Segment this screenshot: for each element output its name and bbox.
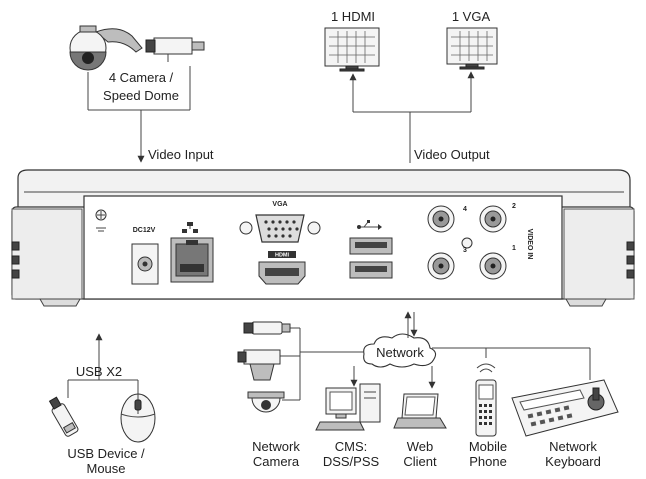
mobile-phone-label-line1: Mobile — [469, 439, 507, 454]
network-bullet-camera-icon — [243, 321, 291, 335]
usb-icon — [357, 220, 382, 230]
web-client-label-line2: Client — [403, 454, 437, 469]
speed-dome-camera-icon — [69, 25, 143, 71]
hdmi-monitor-icon — [324, 27, 380, 72]
vga-monitor-label: 1 VGA — [452, 9, 491, 24]
mobile-phone-icon — [475, 363, 497, 437]
network-cloud-icon — [363, 333, 437, 368]
box-camera-icon — [145, 37, 205, 62]
network-camera-label-line1: Network — [252, 439, 300, 454]
camera-label-line1: 4 Camera / — [109, 70, 174, 85]
cms-computer-icon — [315, 383, 381, 431]
vga-port-label: VGA — [272, 201, 287, 208]
bnc-port-1[interactable] — [479, 252, 507, 280]
center-screw-icon — [461, 237, 473, 249]
mouse-icon — [120, 393, 156, 443]
hdmi-port[interactable] — [258, 261, 306, 285]
video-in-label: VIDEO IN — [526, 229, 533, 260]
video-input-label: Video Input — [148, 147, 214, 162]
cms-label-line2: DSS/PSS — [323, 454, 380, 469]
bnc-port-4[interactable] — [427, 205, 455, 233]
dc-power-port[interactable] — [131, 243, 159, 285]
hdmi-logo — [268, 251, 296, 258]
network-icon — [182, 222, 198, 233]
network-label: Network — [376, 345, 424, 360]
web-client-label-line1: Web — [407, 439, 434, 454]
lan-port[interactable] — [170, 237, 214, 283]
video-input-lines — [87, 66, 191, 163]
hdmi-port-label: HDMI — [275, 253, 290, 259]
bnc-4-label: 4 — [463, 206, 467, 213]
bnc-2-label: 2 — [512, 203, 516, 210]
cms-label-line1: CMS: — [335, 439, 368, 454]
network-camera-label-line2: Camera — [253, 454, 300, 469]
ground-screw-icon — [95, 209, 107, 232]
usb-flash-drive-icon — [48, 396, 79, 437]
usb-device-label-line1: USB Device / — [67, 446, 145, 461]
network-connection-lines — [278, 311, 591, 401]
web-client-laptop-icon — [393, 393, 447, 429]
bnc-port-3[interactable] — [427, 252, 455, 280]
vga-port[interactable] — [239, 214, 321, 243]
bnc-port-2[interactable] — [479, 205, 507, 233]
bnc-1-label: 1 — [512, 245, 516, 252]
mobile-phone-label-line2: Phone — [469, 454, 507, 469]
usb-port-1[interactable] — [349, 237, 393, 255]
nvr-device — [11, 169, 635, 307]
video-output-label: Video Output — [414, 147, 490, 162]
bnc-3-label: 3 — [463, 247, 467, 254]
camera-label-line2: Speed Dome — [103, 88, 179, 103]
hdmi-monitor-label: 1 HDMI — [331, 9, 375, 24]
vga-monitor-icon — [446, 27, 498, 70]
usb-x2-label: USB X2 — [76, 364, 122, 379]
video-output-lines — [349, 71, 475, 163]
network-keyboard-icon — [511, 379, 619, 437]
network-keyboard-label-line2: Keyboard — [545, 454, 601, 469]
network-keyboard-label-line1: Network — [549, 439, 597, 454]
dc-in-label: DC12V — [133, 227, 156, 234]
usb-connection-lines — [67, 333, 139, 398]
network-box-camera-icon — [237, 349, 281, 381]
usb-port-2[interactable] — [349, 261, 393, 279]
network-dome-camera-icon — [247, 391, 285, 413]
usb-device-label-line2: Mouse — [86, 461, 125, 476]
